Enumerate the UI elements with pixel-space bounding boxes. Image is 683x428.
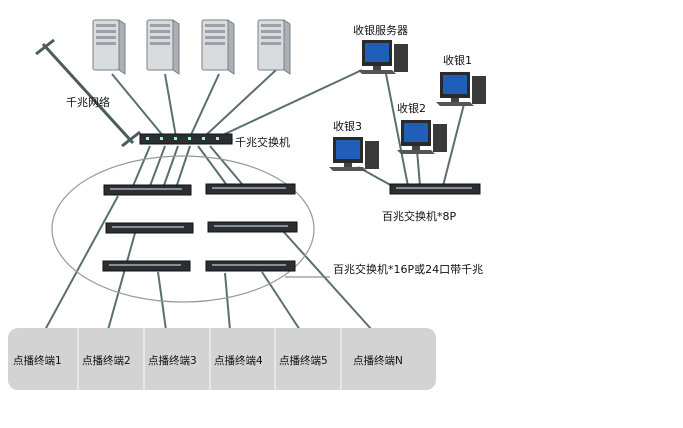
cashier-3-label: 收银3	[333, 119, 362, 133]
network-switch-icon	[103, 184, 192, 196]
cashier-1-pc	[436, 72, 486, 106]
cashier-2-label: 收银2	[397, 101, 426, 115]
desktop-pc-icon	[329, 137, 379, 171]
terminal-label: 点播终端3	[148, 354, 197, 367]
switch-group-outline	[51, 155, 315, 303]
fast-switch-group	[102, 183, 298, 272]
server-tower-icon	[92, 19, 126, 75]
network-switch-icon	[205, 260, 296, 272]
terminal-bar	[8, 328, 436, 390]
server-group	[92, 19, 291, 75]
terminal-label: 点播终端N	[353, 354, 403, 367]
network-switch-icon	[389, 183, 481, 195]
server-tower-icon	[201, 19, 235, 75]
cashier-2-pc	[397, 120, 447, 154]
network-switch-icon	[105, 222, 194, 234]
gigabit-switch	[139, 133, 233, 145]
terminal-label: 点播终端2	[82, 354, 131, 367]
desktop-pc-icon	[436, 72, 486, 106]
server-tower-icon	[146, 19, 180, 75]
gigabit-switch-label: 千兆交换机	[235, 135, 290, 149]
cable-lines	[35, 38, 465, 331]
fast-switch-16p-label: 百兆交换机*16P或24口带千兆	[333, 262, 483, 276]
terminal-label: 点播终端4	[214, 354, 263, 367]
desktop-pc-icon	[358, 40, 408, 74]
cashier-server-pc	[358, 40, 408, 74]
cashier-3-pc	[329, 137, 379, 171]
gigabit-network-label: 千兆网络	[66, 95, 110, 109]
desktop-pc-icon	[397, 120, 447, 154]
network-switch-icon	[102, 260, 191, 272]
fast-switch-8p-label: 百兆交换机*8P	[382, 209, 456, 223]
terminal-label: 点播终端1	[13, 354, 62, 367]
network-switch-icon	[205, 183, 296, 195]
cashier-1-label: 收银1	[443, 53, 472, 67]
fast-switch-8p	[389, 183, 481, 195]
cashier-server-label: 收银服务器	[353, 23, 408, 37]
server-tower-icon	[257, 19, 291, 75]
network-switch-icon	[207, 221, 298, 233]
network-switch-icon	[139, 133, 233, 145]
terminal-label: 点播终端5	[279, 354, 328, 367]
